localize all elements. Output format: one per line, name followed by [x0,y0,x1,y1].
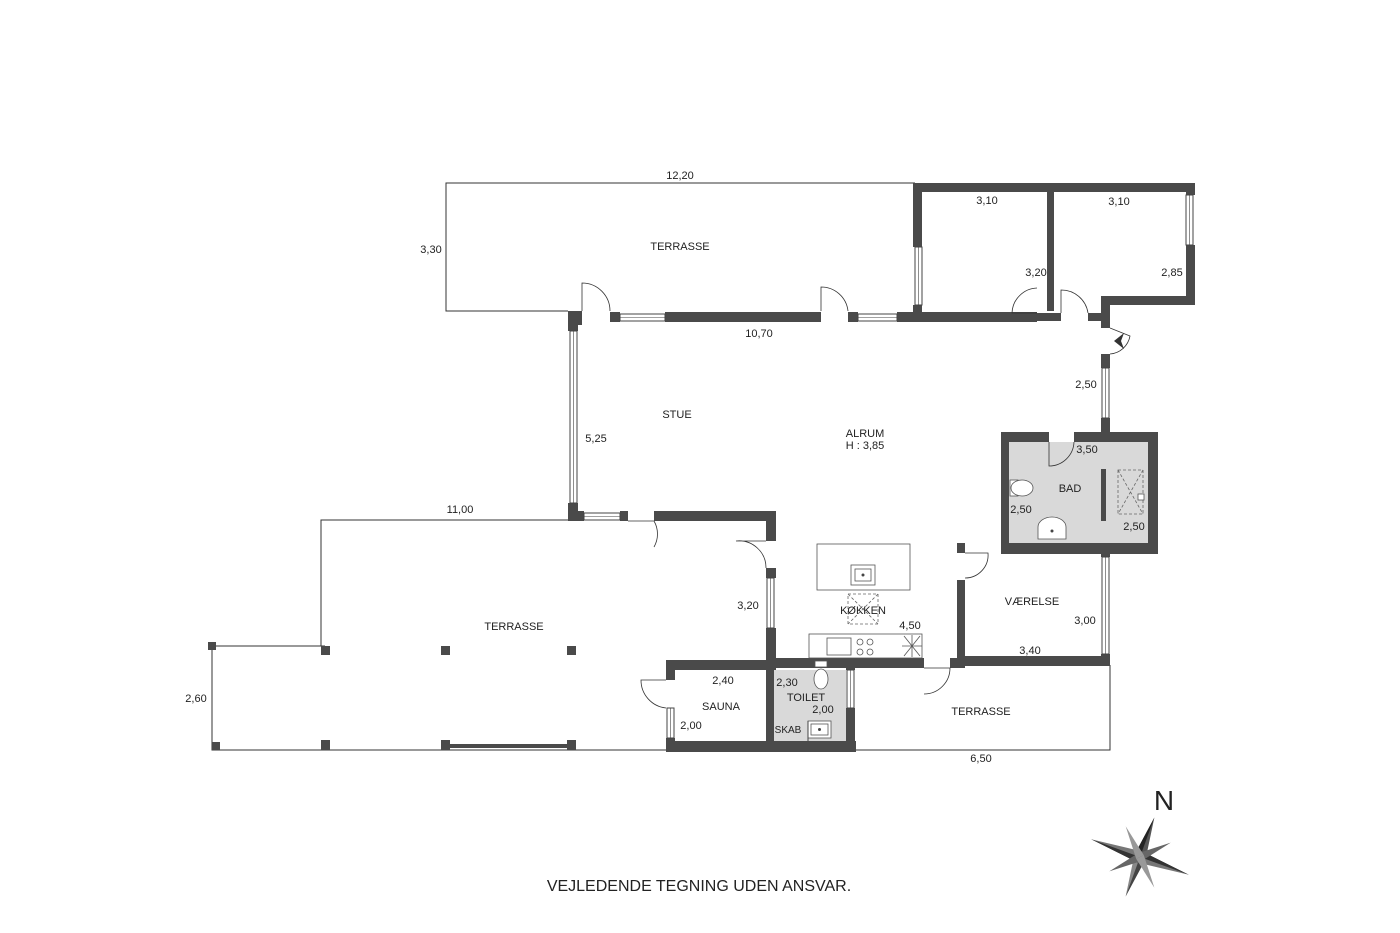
shower-icon [1117,469,1145,515]
toilet-washbasin-icon [807,720,832,739]
pergola-posts [208,642,576,750]
dim-stue-depth: 5,25 [585,433,606,445]
windows [569,194,1194,739]
dim-kokken-width: 4,50 [899,620,920,632]
entrance-arrow-icon [1114,333,1124,349]
dim-terrasse-west-depth: 3,20 [737,600,758,612]
bad-toilet-icon [1009,479,1034,497]
room-label-stue: STUE [662,409,691,421]
room-label-terrasse-west: TERRASSE [484,621,543,633]
cooktop-icon [856,638,864,646]
dim-sauna-width: 2,40 [712,675,733,687]
shower-wall [1101,469,1106,521]
doors [581,282,1131,709]
room-label-kokken: KØKKEN [840,605,886,617]
dim-vaerelse-depth: 3,00 [1074,615,1095,627]
dim-pergola-depth: 2,60 [185,693,206,705]
kitchen-sink-icon [826,637,852,656]
room-labels: TERRASSE STUE ALRUM H : 3,85 BAD VÆRELSE… [484,241,1081,736]
dim-terrasse-west-width: 11,00 [447,504,474,516]
dim-vaerelse-width: 3,40 [1019,645,1040,657]
fixtures [807,469,1145,741]
toilet-icon [813,660,829,690]
dim-sauna-depth: 2,00 [680,720,701,732]
room-label-sauna: SAUNA [702,701,741,713]
room-label-vaerelse: VÆRELSE [1005,596,1059,608]
room-label-bad: BAD [1059,483,1082,495]
room-label-terrasse-south: TERRASSE [951,706,1010,718]
dim-stue-wall-length: 10,70 [745,328,773,340]
dim-room-ne2-width: 3,10 [1108,196,1129,208]
dim-toilet-width: 2,30 [776,677,797,689]
room-label-skab: SKAB [775,725,802,736]
compass-rose-icon [1091,817,1189,897]
room-label-alrum: ALRUM [846,428,885,440]
alrum-height-note: H : 3,85 [846,440,885,452]
wet-rooms [774,442,1148,741]
dimension-labels: 12,20 3,30 3,10 3,10 3,20 2,85 10,70 5,2… [185,170,1182,765]
room-label-toilet: TOILET [787,692,826,704]
disclaimer-text: VEJLEDENDE TEGNING UDEN ANSVAR. [547,878,851,895]
hood-icon [847,593,879,625]
dim-terrasse-south-width: 6,50 [970,753,991,765]
dim-bad-depth-right: 2,50 [1123,521,1144,533]
compass-north-label: N [1154,785,1174,816]
room-label-terrasse-north: TERRASSE [650,241,709,253]
appliance-icon [902,635,922,657]
walls [568,183,1195,752]
dim-terrasse-north-depth: 3,30 [420,244,441,256]
terrace-outlines [211,182,1111,751]
dim-room-ne1-width: 3,10 [976,195,997,207]
dim-room-ne2-depth: 2,85 [1161,267,1182,279]
dim-terrasse-north-width: 12,20 [666,170,694,182]
dim-room-ne1-depth: 3,20 [1025,267,1046,279]
dim-entry-depth: 2,50 [1075,379,1096,391]
dim-toilet-depth: 2,00 [812,704,833,716]
dim-bad-width: 3,50 [1076,444,1097,456]
dim-bad-depth-left: 2,50 [1010,504,1031,516]
bad-washbasin-icon [1037,516,1067,540]
